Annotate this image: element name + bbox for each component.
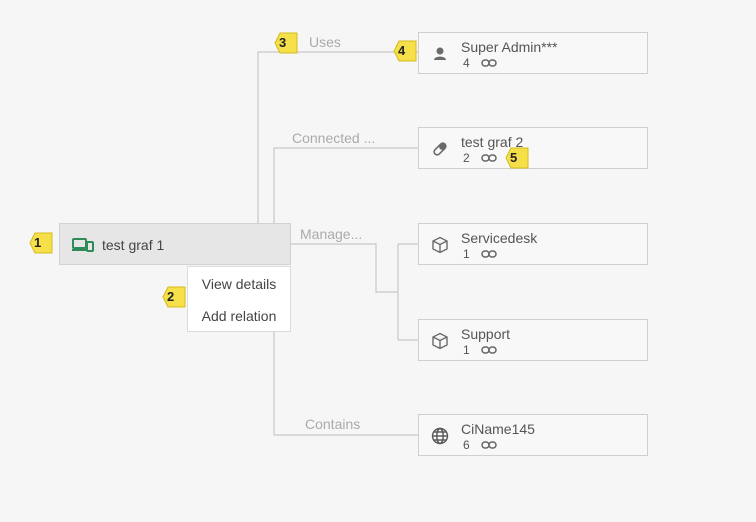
relation-count: 6	[463, 438, 470, 452]
node-name: Servicedesk	[461, 230, 538, 246]
globe-icon	[431, 427, 449, 445]
link-icon	[481, 441, 497, 449]
root-node-name: test graf 1	[102, 237, 165, 253]
relation-count: 1	[463, 247, 470, 261]
link-icon	[481, 250, 497, 258]
node-name: test graf 2	[461, 134, 524, 150]
node-name: Support	[461, 326, 511, 342]
node-super-admin[interactable]: Super Admin*** 4	[418, 32, 648, 74]
cube-icon	[432, 236, 448, 254]
root-node[interactable]: test graf 1	[59, 223, 291, 265]
callout-badge-5: 5	[503, 145, 529, 171]
callout-number: 1	[34, 235, 42, 250]
callout-number: 4	[398, 43, 406, 58]
relation-label-managed: Manage...	[300, 226, 363, 242]
pill-icon	[433, 142, 447, 156]
view-details-menu-item[interactable]: View details	[201, 276, 277, 292]
callout-number: 2	[167, 289, 175, 304]
relation-label-connected: Connected ...	[292, 130, 376, 146]
node-servicedesk[interactable]: Servicedesk 1	[418, 223, 648, 265]
devices-icon	[72, 238, 94, 252]
relation-label-contains: Contains	[305, 416, 361, 432]
node-name: Super Admin***	[461, 39, 558, 55]
relation-count: 1	[463, 343, 470, 357]
context-menu: View details Add relation	[187, 266, 291, 332]
cube-icon	[432, 332, 448, 350]
link-icon	[481, 59, 497, 67]
relation-count: 2	[463, 151, 470, 165]
relation-count: 4	[463, 56, 470, 70]
relation-label-uses: Uses	[309, 34, 341, 50]
link-icon	[481, 154, 497, 162]
user-icon	[434, 47, 446, 60]
add-relation-menu-item[interactable]: Add relation	[201, 308, 277, 324]
link-icon	[481, 346, 497, 354]
callout-badge-4: 4	[391, 38, 417, 64]
callout-badge-1: 1	[27, 230, 53, 256]
node-test-graf-2[interactable]: test graf 2 2	[418, 127, 648, 169]
node-ciname145[interactable]: CiName145 6	[418, 414, 648, 456]
node-support[interactable]: Support 1	[418, 319, 648, 361]
callout-number: 3	[279, 35, 287, 50]
callout-badge-2: 2	[160, 284, 186, 310]
node-name: CiName145	[461, 421, 535, 437]
callout-badge-3: 3	[272, 30, 298, 56]
callout-number: 5	[510, 150, 518, 165]
